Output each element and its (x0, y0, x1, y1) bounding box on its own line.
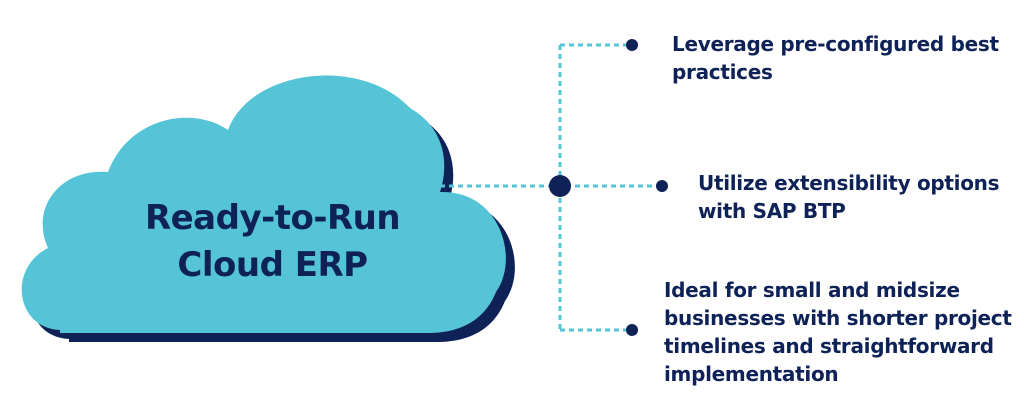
hub-dot (549, 175, 571, 197)
bullet-dot-3 (626, 324, 638, 336)
bullet-dot-2 (656, 180, 668, 192)
bullet-text-2: Utilize extensibility options with SAP B… (698, 171, 1000, 223)
bullet-text-1: Leverage pre-configured best practices (672, 32, 999, 84)
cloud-title: Ready-to-Run Cloud ERP (85, 195, 460, 289)
cloud-shape (21, 75, 506, 333)
cloud-title-line-2: Cloud ERP (177, 245, 368, 285)
bullet-dot-1 (626, 39, 638, 51)
cloud-title-line-1: Ready-to-Run (144, 198, 401, 238)
bullet-text-3: Ideal for small and midsize businesses w… (664, 278, 1012, 386)
